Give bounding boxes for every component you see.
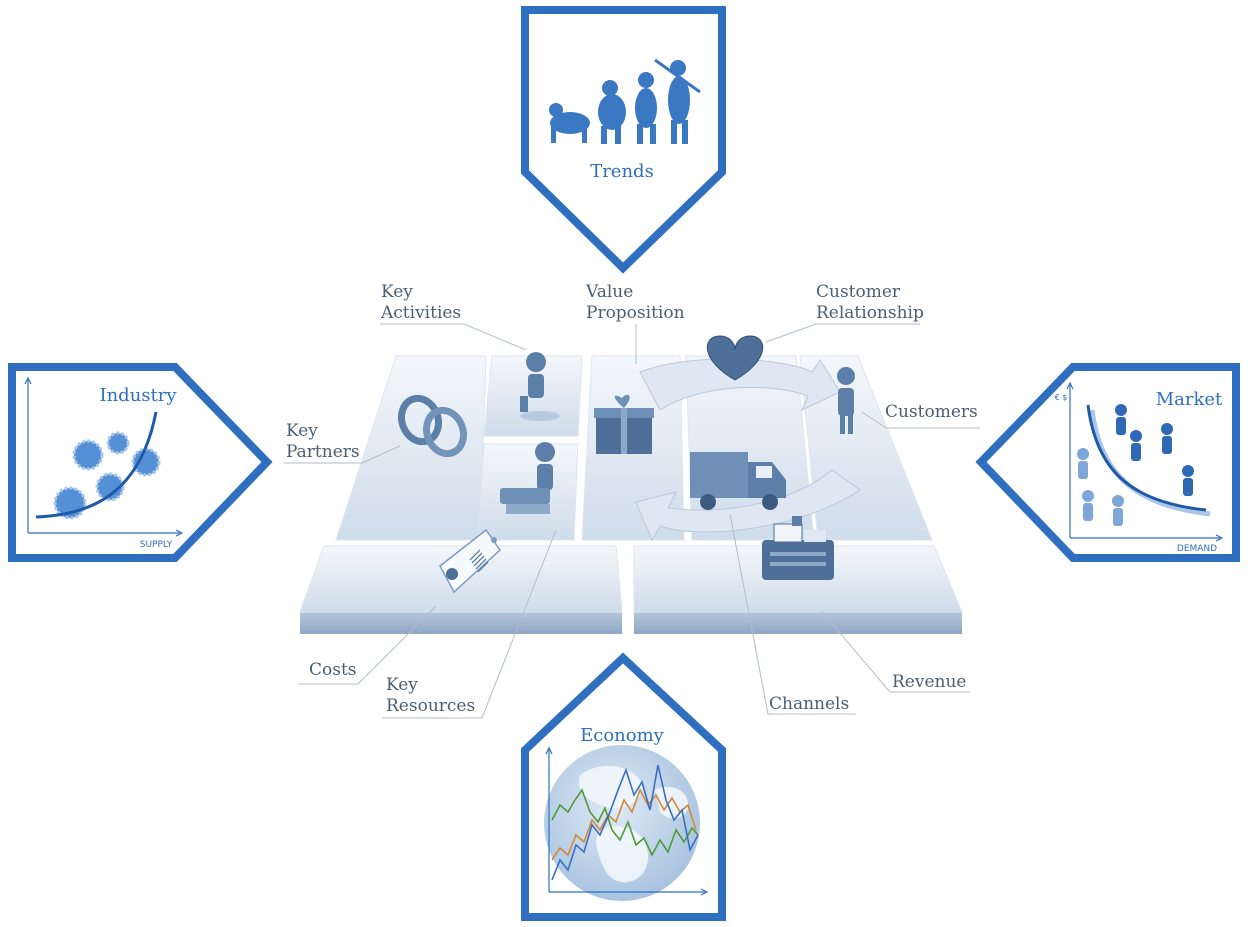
industry-frame: Industry SUPPLY xyxy=(8,363,273,562)
business-model-board xyxy=(299,355,963,634)
worker-icon xyxy=(520,352,560,421)
rings-icon xyxy=(397,394,468,458)
truck-icon xyxy=(690,452,786,510)
economy-line-orange xyxy=(551,788,697,861)
label-customers: Customers xyxy=(885,402,978,422)
price-tag-icon xyxy=(439,528,501,594)
cycle-arrow-bottom xyxy=(635,469,861,542)
trends-title: Trends xyxy=(590,161,654,182)
market-frame: Market € $ DEMAND xyxy=(975,363,1240,562)
label-revenue: Revenue xyxy=(892,672,966,692)
trends-frame: Trends xyxy=(521,6,726,274)
leader-lines xyxy=(284,323,980,719)
gift-icon xyxy=(594,394,654,454)
label-channels: Channels xyxy=(769,694,849,714)
cash-register-icon xyxy=(762,516,834,580)
industry-title: Industry xyxy=(99,385,177,406)
heart-icon xyxy=(706,335,764,381)
customers-group-icon xyxy=(1115,404,1194,496)
evolution-icon xyxy=(549,58,701,144)
economy-frame: Economy xyxy=(521,652,726,921)
economy-title: Economy xyxy=(580,725,665,746)
supply-axis-label: SUPPLY xyxy=(140,540,173,550)
customers-faded-icon xyxy=(1077,448,1124,526)
economy-line-green xyxy=(551,788,699,857)
market-title: Market xyxy=(1156,389,1223,410)
price-axis-label: € $ xyxy=(1055,393,1068,402)
resources-worker-icon xyxy=(500,442,555,514)
economy-line-blue xyxy=(551,764,699,881)
customer-person-icon xyxy=(837,367,855,434)
demand-axis-label: DEMAND xyxy=(1177,544,1217,554)
supply-curve xyxy=(35,411,158,519)
label-costs: Costs xyxy=(309,660,357,680)
demand-curve xyxy=(1086,404,1207,512)
